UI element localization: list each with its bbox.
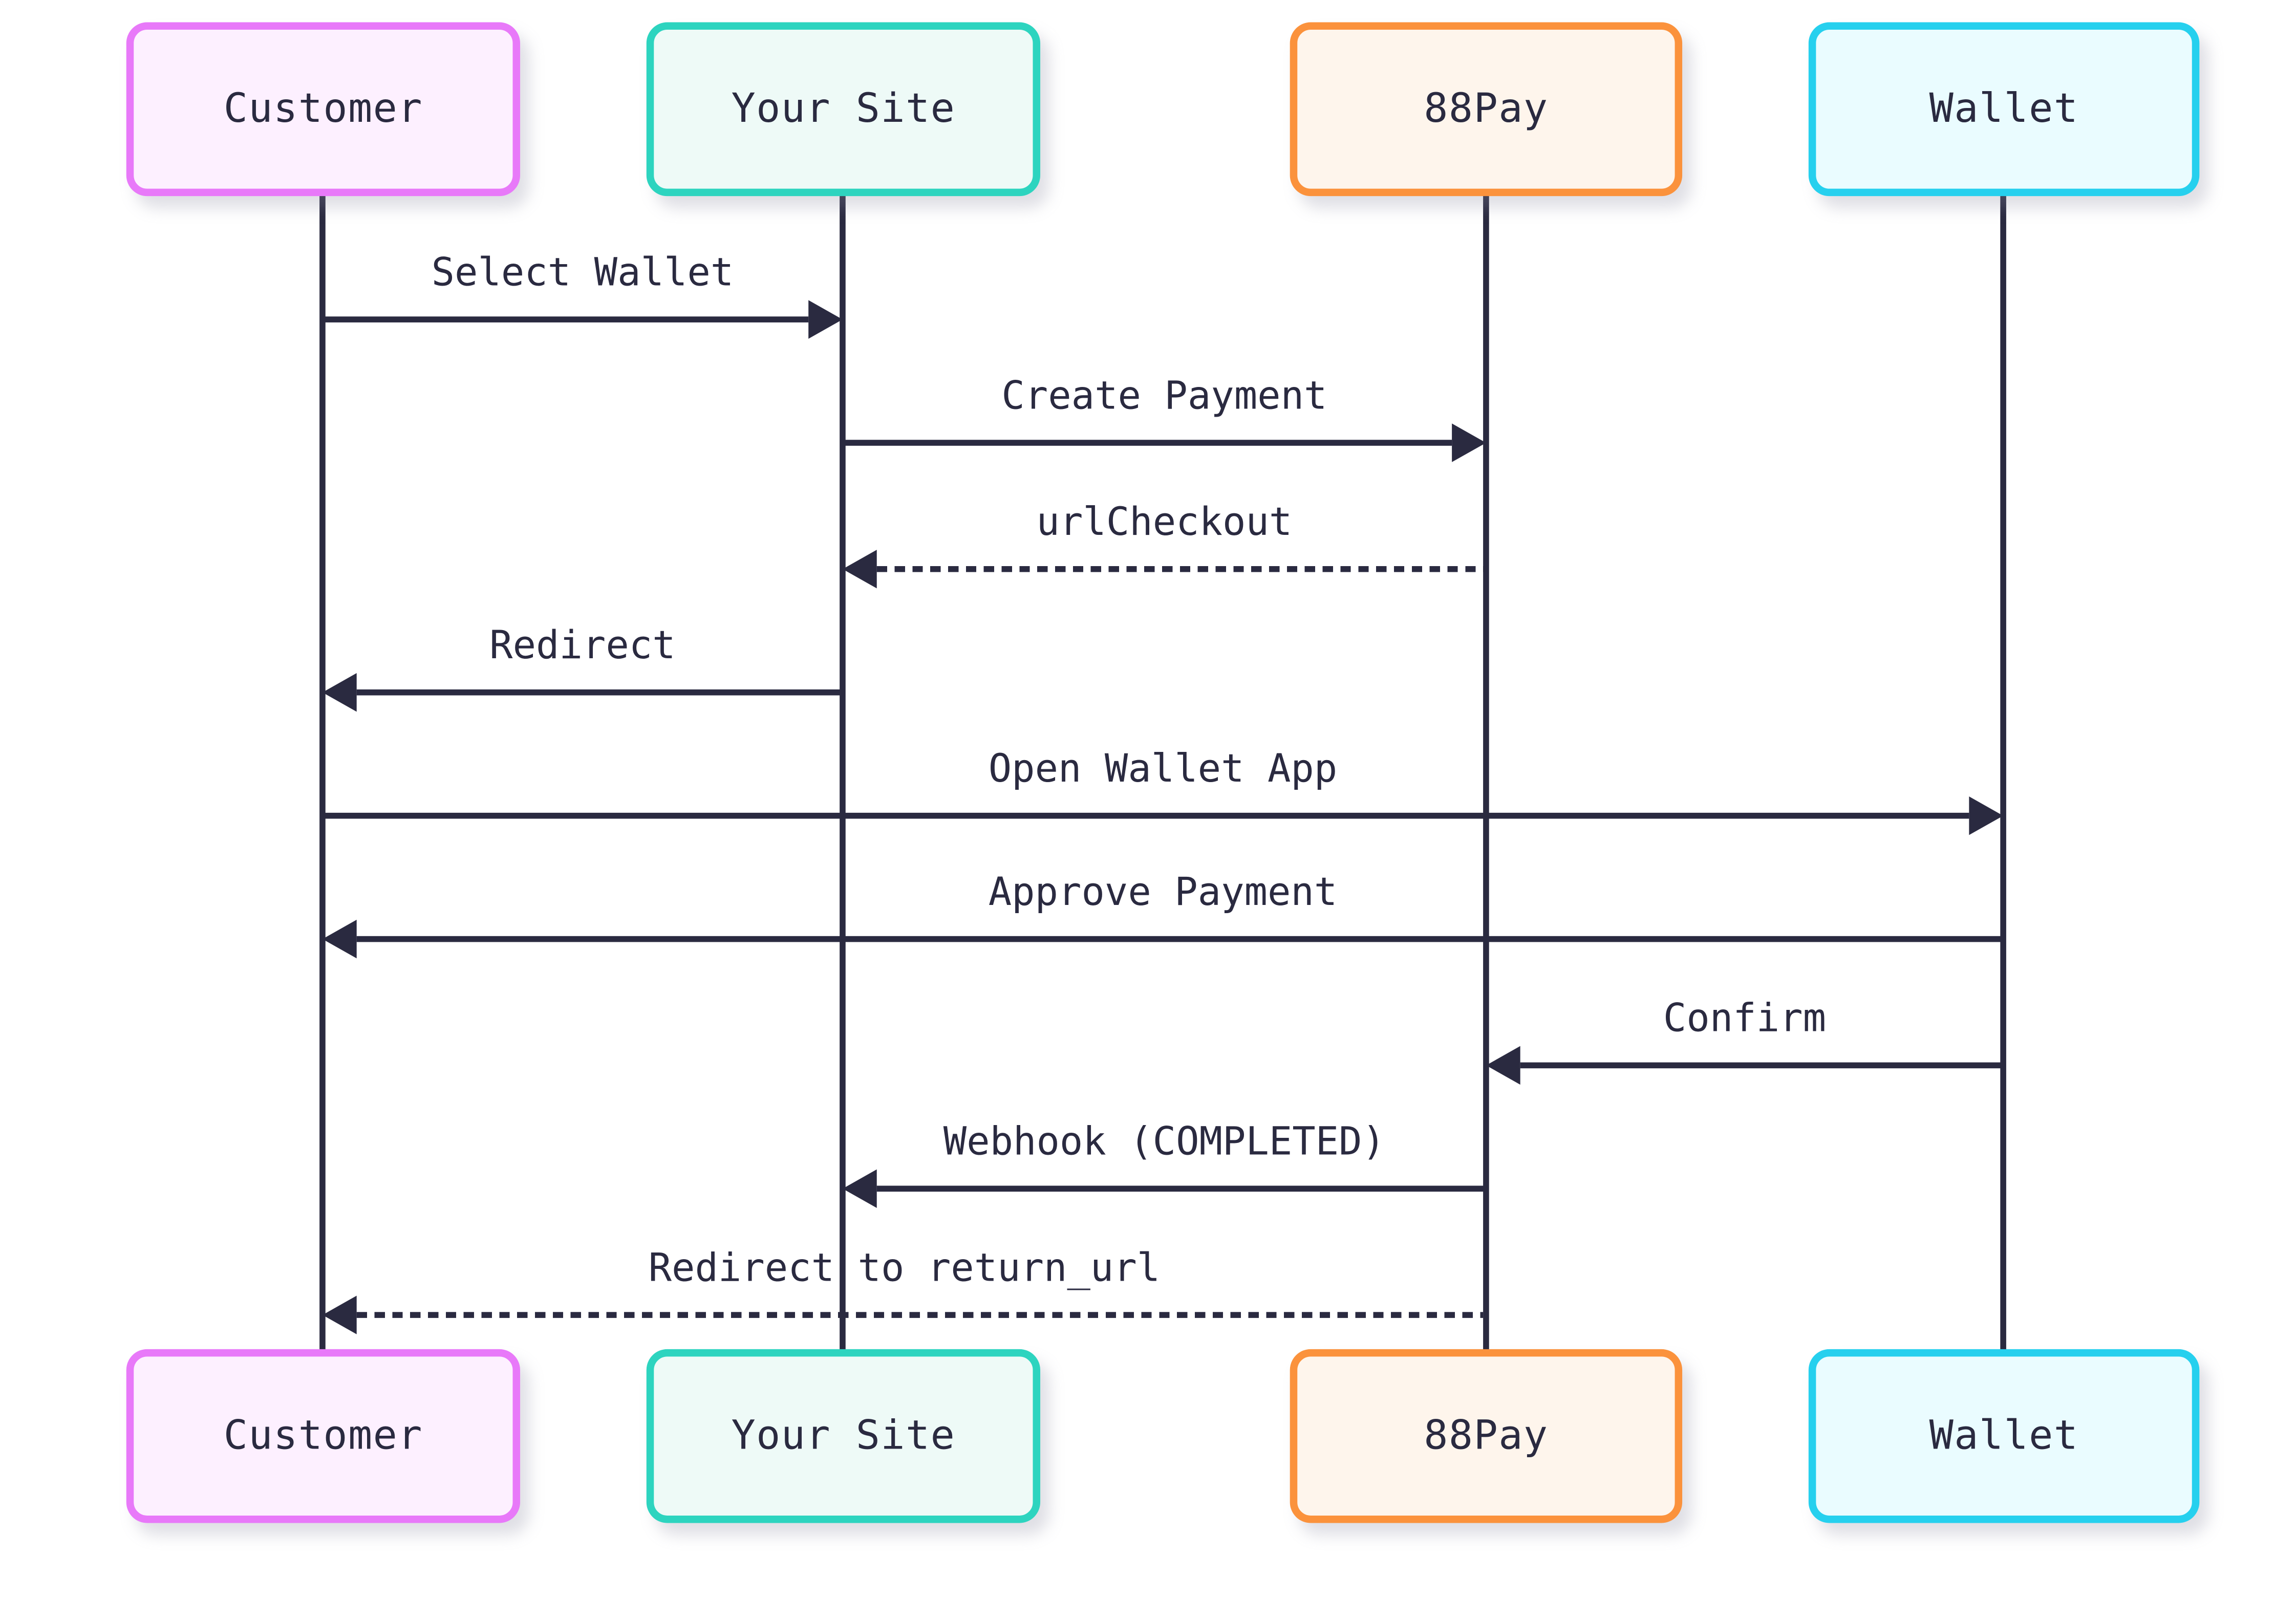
actor-your-site-top: Your Site <box>646 22 1041 197</box>
message-label: Webhook (COMPLETED) <box>943 1120 1386 1165</box>
message-label: Redirect <box>489 624 676 669</box>
actor-label: Wallet <box>1929 86 2079 133</box>
actor-your-site-bottom: Your Site <box>646 1349 1041 1523</box>
message-arrow <box>356 689 843 696</box>
message-arrow <box>356 936 2004 942</box>
actor-wallet-top: Wallet <box>1808 22 2200 197</box>
message-arrow <box>1520 1062 2004 1069</box>
arrowhead-right-icon <box>1969 796 2004 835</box>
message-label: Approve Payment <box>988 871 1338 916</box>
actor-label: 88Pay <box>1424 1413 1549 1459</box>
message-label: Open Wallet App <box>988 747 1338 792</box>
arrowhead-left-icon <box>322 673 357 712</box>
actor-label: Wallet <box>1929 1413 2079 1459</box>
lifeline-customer <box>319 193 326 1352</box>
message-arrow <box>876 1185 1486 1192</box>
lifeline-wallet <box>2000 193 2006 1352</box>
arrowhead-right-icon <box>1452 423 1486 462</box>
arrowhead-left-icon <box>842 550 877 589</box>
actor-label: 88Pay <box>1424 86 1549 133</box>
actor-customer-top: Customer <box>126 22 521 197</box>
lifeline-your-site <box>840 193 846 1352</box>
actor-88pay-top: 88Pay <box>1290 22 1683 197</box>
actor-wallet-bottom: Wallet <box>1808 1349 2200 1523</box>
arrowhead-left-icon <box>322 1295 357 1334</box>
message-arrow <box>356 1312 1484 1318</box>
arrowhead-left-icon <box>842 1169 877 1208</box>
actor-88pay-bottom: 88Pay <box>1290 1349 1683 1523</box>
message-label: Select Wallet <box>431 251 734 296</box>
message-arrow <box>322 812 1969 819</box>
arrowhead-left-icon <box>1486 1046 1520 1085</box>
arrowhead-left-icon <box>322 919 357 959</box>
actor-customer-bottom: Customer <box>126 1349 521 1523</box>
actor-label: Customer <box>223 1413 423 1459</box>
actor-label: Your Site <box>731 1413 956 1459</box>
message-label: urlCheckout <box>1036 501 1293 546</box>
lifeline-88pay <box>1483 193 1489 1352</box>
message-label: Confirm <box>1663 997 1827 1042</box>
message-label: Create Payment <box>1001 374 1327 419</box>
actor-label: Customer <box>223 86 423 133</box>
message-arrow <box>842 440 1452 446</box>
message-arrow <box>876 566 1486 572</box>
arrowhead-right-icon <box>808 300 843 339</box>
message-label: Redirect to return_url <box>648 1246 1161 1291</box>
message-arrow <box>322 316 809 322</box>
actor-label: Your Site <box>731 86 956 133</box>
